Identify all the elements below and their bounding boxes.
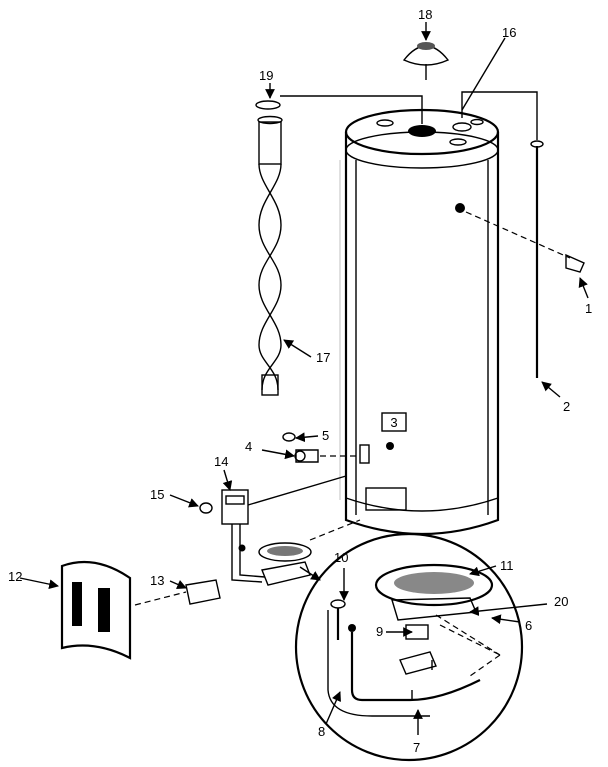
part-12-outer-door bbox=[19, 560, 132, 660]
callout-12: 12 bbox=[8, 569, 22, 584]
callout-9: 9 bbox=[376, 624, 383, 639]
callout-15: 15 bbox=[150, 487, 164, 502]
part-2-anode-rod bbox=[461, 37, 561, 398]
callout-5: 5 bbox=[322, 428, 329, 443]
callout-7: 7 bbox=[413, 740, 420, 755]
callout-19: 19 bbox=[259, 68, 273, 83]
part-4-5-drain-valve bbox=[261, 432, 360, 463]
callout-numbers: 18 16 19 17 1 2 4 5 14 15 10 11 20 12 13… bbox=[8, 7, 592, 755]
callout-20: 20 bbox=[554, 594, 568, 609]
part-1-relief-valve bbox=[465, 211, 589, 299]
callout-8: 8 bbox=[318, 724, 325, 739]
part-14-gas-control-valve bbox=[169, 469, 347, 583]
callout-16: 16 bbox=[502, 25, 516, 40]
callout-11: 11 bbox=[500, 558, 514, 573]
callout-18: 18 bbox=[418, 7, 432, 22]
part-18-top-fitting bbox=[402, 22, 450, 80]
callout-10: 10 bbox=[334, 550, 348, 565]
callout-1: 1 bbox=[585, 301, 592, 316]
part-3-label-box: 3 bbox=[381, 412, 407, 432]
water-heater-tank bbox=[339, 108, 500, 536]
part-17-dip-tube bbox=[255, 83, 423, 396]
callout-2: 2 bbox=[563, 399, 570, 414]
callout-3: 3 bbox=[390, 415, 397, 430]
burner-detail-circle bbox=[294, 532, 548, 762]
callout-6: 6 bbox=[525, 618, 532, 633]
callout-17: 17 bbox=[316, 350, 330, 365]
callout-14: 14 bbox=[214, 454, 228, 469]
callout-4: 4 bbox=[245, 439, 252, 454]
callout-13: 13 bbox=[150, 573, 164, 588]
part-13-inner-door bbox=[134, 579, 221, 606]
